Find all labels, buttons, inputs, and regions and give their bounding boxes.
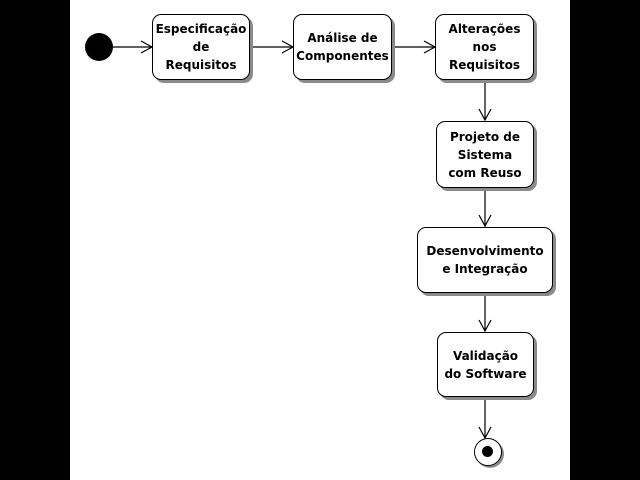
arrowhead-desenvolvimento xyxy=(478,214,492,228)
node-label: Projeto de Sistema com Reuso xyxy=(448,129,522,180)
arrowhead-projeto xyxy=(478,108,492,122)
node-label: Validação do Software xyxy=(444,348,527,381)
node-validacao-do-software: Validação do Software xyxy=(437,332,534,397)
node-label: Desenvolvimento e Integração xyxy=(426,244,544,276)
node-label: Especificação de Requisitos xyxy=(155,22,247,72)
node-desenvolvimento-e-integracao: Desenvolvimento e Integração xyxy=(417,227,553,293)
node-especificacao-de-requisitos: Especificação de Requisitos xyxy=(152,14,250,80)
node-label: Análise de Componentes xyxy=(296,31,389,63)
node-projeto-de-sistema-com-reuso: Projeto de Sistema com Reuso xyxy=(436,121,534,188)
node-label: Alterações nos Requisitos xyxy=(448,22,521,72)
final-node xyxy=(474,438,502,466)
final-node-dot xyxy=(482,446,493,457)
node-analise-de-componentes: Análise de Componentes xyxy=(293,14,392,80)
node-alteracoes-nos-requisitos: Alterações nos Requisitos xyxy=(435,14,534,80)
initial-node xyxy=(85,33,113,61)
arrowhead-validacao xyxy=(478,319,492,333)
